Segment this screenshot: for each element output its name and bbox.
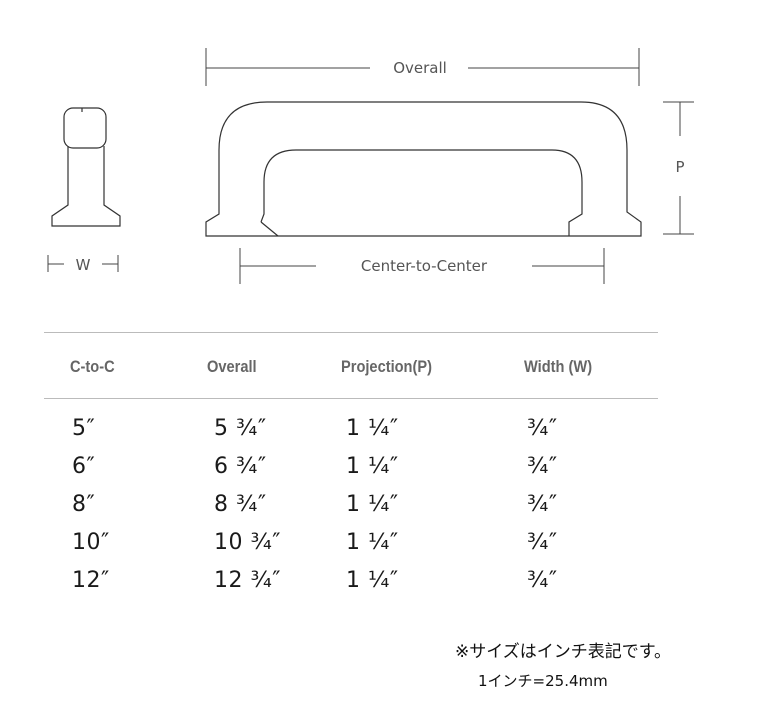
cell-c-to-c: 10″	[72, 530, 110, 555]
cell-overall: 5 ¾″	[214, 416, 267, 441]
center-to-center-dimension: Center-to-Center	[239, 248, 605, 284]
cell-overall: 6 ¾″	[214, 454, 267, 479]
width-dimension: W	[47, 255, 119, 274]
width-label: W	[76, 256, 91, 274]
header-c-to-c: C-to-C	[70, 357, 115, 376]
cell-overall: 8 ¾″	[214, 492, 267, 517]
header-projection: Projection(P)	[341, 357, 432, 376]
overall-dimension: Overall	[205, 48, 640, 86]
pull-handle-diagram: W Overall P Center-to-Center	[47, 48, 694, 284]
header-overall: Overall	[207, 357, 257, 376]
cell-c-to-c: 8″	[72, 492, 96, 517]
cell-width: ¾″	[527, 454, 558, 479]
cell-projection: 1 ¼″	[346, 568, 399, 593]
cell-overall: 12 ¾″	[214, 568, 282, 593]
header-width: Width (W)	[524, 357, 593, 376]
cell-width: ¾″	[527, 568, 558, 593]
table-top-rule	[44, 332, 658, 333]
table-header-rule	[44, 398, 658, 399]
cell-c-to-c: 12″	[72, 568, 110, 593]
cell-width: ¾″	[527, 416, 558, 441]
cell-projection: 1 ¼″	[346, 530, 399, 555]
cell-projection: 1 ¼″	[346, 416, 399, 441]
cell-c-to-c: 6″	[72, 454, 96, 479]
projection-dimension: P	[663, 101, 694, 235]
cell-overall: 10 ¾″	[214, 530, 282, 555]
cell-width: ¾″	[527, 530, 558, 555]
cell-projection: 1 ¼″	[346, 454, 399, 479]
side-view-handle	[51, 107, 121, 227]
projection-label: P	[675, 158, 684, 176]
cell-c-to-c: 5″	[72, 416, 96, 441]
center-to-center-label: Center-to-Center	[361, 257, 488, 275]
front-view-handle	[205, 101, 642, 237]
unit-note: ※サイズはインチ表記です。	[455, 642, 672, 662]
cell-width: ¾″	[527, 492, 558, 517]
cell-projection: 1 ¼″	[346, 492, 399, 517]
conversion-note: 1インチ=25.4mm	[478, 672, 608, 690]
overall-label: Overall	[393, 59, 447, 77]
